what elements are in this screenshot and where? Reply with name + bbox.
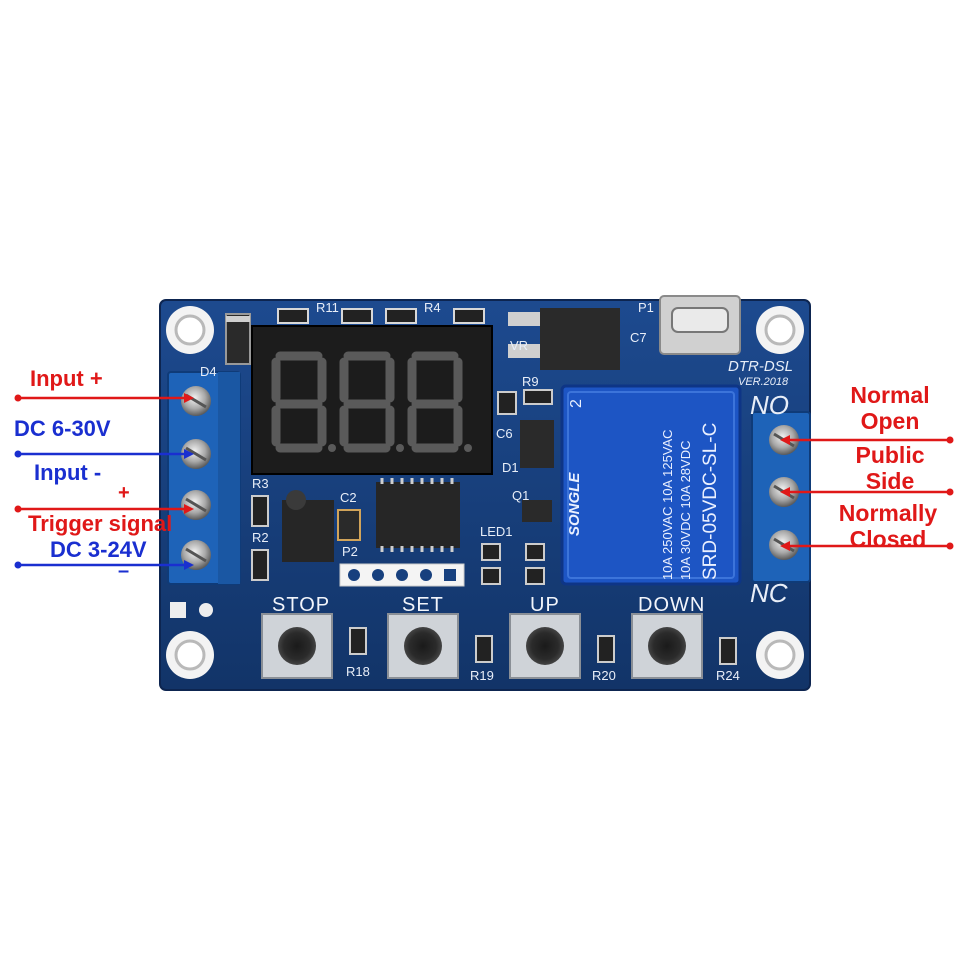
right-callout-lines <box>786 438 950 548</box>
terminal-nc-label: NC <box>750 578 788 608</box>
silk-p1: P1 <box>638 300 654 315</box>
relay-body <box>560 384 742 586</box>
normal-open-line1: Normal <box>850 382 930 408</box>
normally-closed-callout: Normally Closed <box>826 500 950 552</box>
top-resistors <box>277 308 485 324</box>
dc-input-label: DC 6-30V <box>14 416 111 441</box>
silk-r11: R11 <box>316 300 339 315</box>
relay-label: SONGLE 2 10A 250VAC 10A 125VAC 10A 30VDC… <box>560 386 738 584</box>
silk-r3: R3 <box>252 476 269 491</box>
relay-brand: SONGLE <box>566 472 583 536</box>
silk-r4: R4 <box>424 300 441 315</box>
normally-closed-line1: Normally <box>838 500 938 526</box>
input-minus-label: Input - <box>34 460 102 485</box>
silk-d4: D4 <box>200 364 217 379</box>
normal-open-callout: Normal Open <box>830 382 950 434</box>
silk-r2: R2 <box>252 530 269 545</box>
board-version: VER.2018 <box>738 376 789 388</box>
trigger-minus-label: – <box>118 560 130 582</box>
mounting-holes <box>166 306 804 679</box>
board-model: DTR-DSL <box>728 358 794 375</box>
public-side-line2: Side <box>865 468 915 494</box>
left-callout-lines <box>18 396 188 567</box>
tactile-buttons <box>261 613 703 679</box>
silk-r24: R24 <box>716 668 740 683</box>
trigger-plus-label: + <box>118 482 130 504</box>
terminal-no-label: NO <box>750 390 789 420</box>
silk-c7: C7 <box>630 330 647 345</box>
relay-mark: 2 <box>568 399 585 408</box>
public-side-line1: Public <box>855 442 925 468</box>
set-label: SET <box>402 594 444 616</box>
silk-r18: R18 <box>346 664 370 679</box>
dc-trigger-label: DC 3-24V <box>50 537 147 562</box>
silk-d1: D1 <box>502 460 519 475</box>
normally-closed-line2: Closed <box>849 526 927 552</box>
silk-r19: R19 <box>470 668 494 683</box>
relay-rating-1: 10A 250VAC 10A 125VAC <box>660 429 675 580</box>
right-terminal-block <box>751 411 811 583</box>
seven-segment-display <box>251 325 493 475</box>
silk-led1: LED1 <box>480 524 513 539</box>
relay-model: SRD-05VDC-SL-C <box>700 422 721 580</box>
stop-label: STOP <box>272 594 331 616</box>
left-terminal-block <box>167 371 241 585</box>
silk-c6: C6 <box>496 426 513 441</box>
silk-p2: P2 <box>342 544 358 559</box>
silk-r9: R9 <box>522 374 539 389</box>
silk-r20: R20 <box>592 668 616 683</box>
down-label: DOWN <box>638 594 706 616</box>
silk-q1: Q1 <box>512 488 530 503</box>
relay-rating-2: 10A 30VDC 10A 28VDC <box>678 440 693 580</box>
silk-vr: VR <box>510 338 529 353</box>
input-plus-label: Input + <box>30 366 103 391</box>
public-side-callout: Public Side <box>830 442 950 494</box>
trigger-signal-label: Trigger signal <box>28 511 173 536</box>
silk-c2: C2 <box>340 490 357 505</box>
up-label: UP <box>530 594 560 616</box>
normal-open-line2: Open <box>860 408 920 434</box>
